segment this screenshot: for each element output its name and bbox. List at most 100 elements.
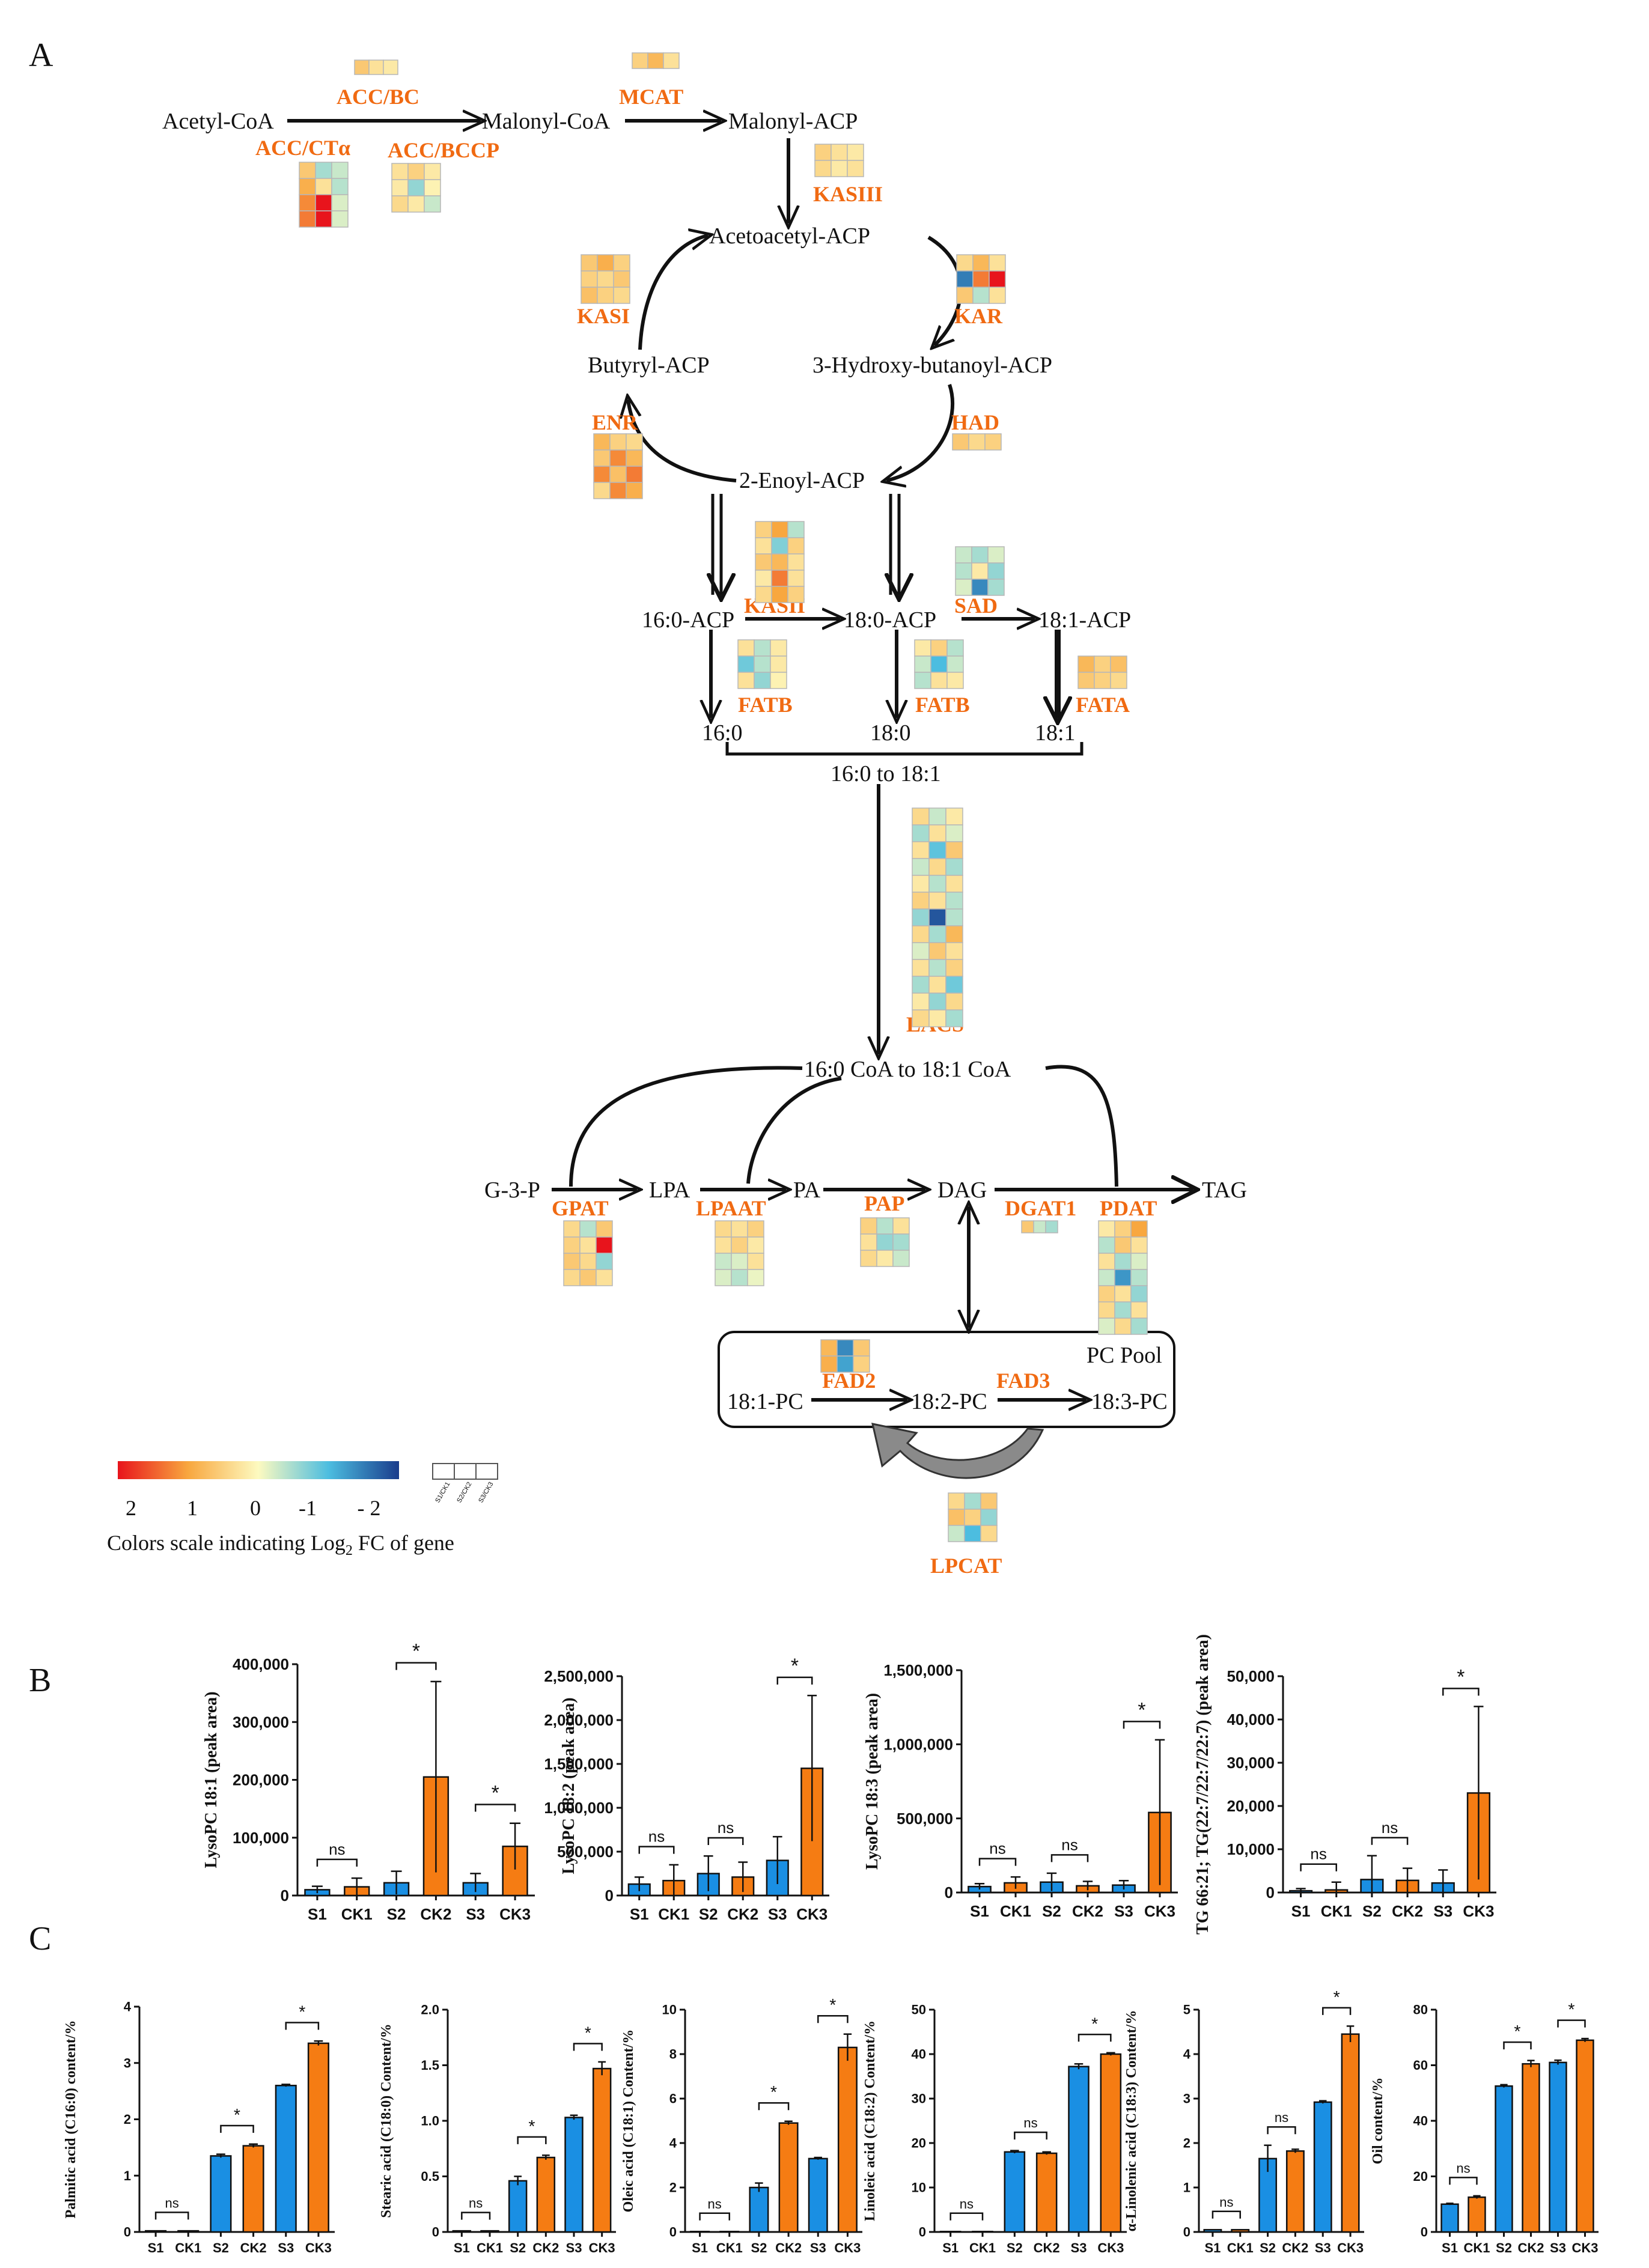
enzyme-fatb-2: FATB [915, 693, 970, 717]
significance-bracket [316, 1858, 358, 1867]
y-tick-label: 40 [1413, 2114, 1428, 2129]
x-tick-label: CK3 [1337, 2240, 1364, 2255]
x-tick-label: S3 [1550, 2240, 1566, 2255]
scale-tick-0: 0 [250, 1496, 261, 1520]
y-tick-label: 0.5 [421, 2169, 439, 2184]
significance-label: * [1514, 2022, 1520, 2042]
heatmap-cell [737, 639, 755, 657]
x-tick-label: CK2 [1392, 1902, 1423, 1920]
heatmap-cell [755, 586, 772, 603]
significance-bracket [1212, 2210, 1241, 2219]
y-tick-label: 10,000 [1227, 1840, 1275, 1858]
heatmap-cell [754, 672, 771, 689]
heatmap-cell [956, 270, 974, 288]
bar-ck2 [242, 2145, 264, 2233]
heatmap-cell [946, 672, 964, 689]
heatmap-cell [771, 537, 788, 555]
x-tick-label: S2 [699, 1905, 718, 1923]
y-tick-label: 0 [432, 2225, 439, 2240]
significance-bracket [1123, 1721, 1161, 1729]
significance-bracket [1442, 1688, 1480, 1696]
heatmap-cell [579, 1253, 597, 1270]
heatmap-cell [930, 655, 948, 673]
heatmap-cell [609, 449, 627, 467]
heatmap-cell [814, 144, 832, 161]
x-tick-label: CK1 [1321, 1902, 1352, 1920]
y-tick-label: 30 [912, 2091, 926, 2106]
heatmap-kas1 [581, 254, 630, 304]
x-tick-label: CK1 [175, 2240, 201, 2255]
y-axis-label: Stearic acid (C18:0) Content/% [379, 2023, 394, 2218]
arrow-acetoacetyl-hydroxy [927, 236, 963, 345]
caption-post: FC of gene [353, 1531, 454, 1555]
x-tick-label: S1 [630, 1905, 649, 1923]
bar-ck3 [592, 2067, 612, 2233]
y-tick-label: 0 [1266, 1883, 1275, 1902]
y-tick-label: 20 [1413, 2169, 1428, 2184]
heatmap-cell [299, 162, 316, 179]
heatmap-cell [626, 449, 643, 467]
metabolite-dag: DAG [937, 1178, 987, 1203]
heatmap-cell [928, 942, 946, 960]
color-scale-bar [118, 1461, 399, 1479]
bar-s1 [1440, 2203, 1459, 2233]
heatmap-enr [593, 433, 643, 499]
y-tick-label: 0 [281, 1886, 289, 1905]
heatmap-cell [955, 546, 972, 564]
y-tick-label: 4 [124, 1999, 132, 2014]
heatmap-kar [956, 254, 1006, 304]
x-tick-label: S3 [1315, 2240, 1331, 2255]
heatmap-cell [315, 162, 332, 179]
heatmap-cell [972, 270, 990, 288]
heatmap-cell [731, 1236, 748, 1254]
heatmap-cell [945, 908, 963, 926]
heatmap-cell [563, 1220, 581, 1238]
heatmap-cell [731, 1269, 748, 1286]
bar-s2 [1495, 2085, 1513, 2233]
heatmap-cell [715, 1236, 732, 1254]
heatmap-cell [1130, 1236, 1148, 1254]
significance-bracket [638, 1846, 675, 1854]
significance-bracket [699, 2212, 730, 2221]
heatmap-cell [892, 1233, 910, 1251]
heatmap-cell [315, 210, 332, 228]
x-tick-label: CK1 [658, 1905, 689, 1923]
y-tick-label: 0 [919, 2225, 926, 2240]
heatmap-cell [596, 1236, 613, 1254]
scale-tick-neg2: - 2 [358, 1496, 381, 1520]
bar-s2 [749, 2186, 769, 2233]
heatmap-cell [1114, 1253, 1132, 1270]
metabolite-18-0: 18:0 [870, 720, 911, 746]
heatmap-cell [837, 1355, 854, 1373]
curve-coa-g3p [569, 1066, 803, 1187]
x-tick-label: S2 [1007, 2240, 1023, 2255]
heatmap-cell [626, 466, 643, 483]
heatmap-cell [1098, 1318, 1115, 1335]
significance-bracket [573, 2043, 603, 2051]
enzyme-dgat1: DGAT1 [1005, 1196, 1076, 1220]
heatmap-cell [945, 942, 963, 960]
scale-tick-neg1: -1 [299, 1496, 317, 1520]
heatmap-cell [928, 959, 946, 977]
heatmap-cell [928, 841, 946, 859]
arrow-hydroxy-enoyl [886, 384, 955, 481]
panel-label-a: A [29, 37, 53, 74]
heatmap-cell [1098, 1253, 1115, 1270]
significance-bracket [1371, 1837, 1409, 1845]
metabolite-18-1: 18:1 [1035, 720, 1076, 746]
x-tick-label: CK2 [775, 2240, 802, 2255]
x-tick-label: S1 [970, 1902, 989, 1920]
y-tick-label: 0 [124, 2225, 131, 2240]
heatmap-cell [747, 1269, 764, 1286]
panel-label-c: C [29, 1920, 51, 1957]
bar-ck1 [480, 2230, 499, 2233]
heatmap-cell [771, 553, 788, 571]
heatmap-cell [928, 1009, 946, 1027]
arrow-enoyl-butyryl [628, 400, 737, 482]
heatmap-cell [593, 433, 611, 451]
x-tick-label: CK2 [1034, 2240, 1060, 2255]
y-tick-label: 500,000 [897, 1810, 953, 1828]
metabolite-18-2-pc: 18:2-PC [911, 1389, 987, 1414]
significance-bracket [1014, 2131, 1047, 2140]
heatmap-cell [968, 433, 986, 451]
